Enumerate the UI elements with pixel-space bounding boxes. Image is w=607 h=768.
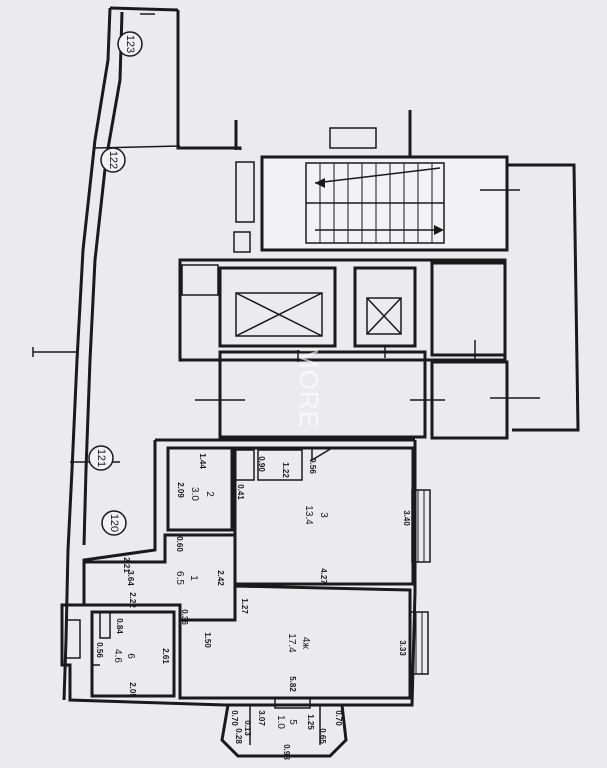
elevator-block [178, 258, 507, 362]
lobby [195, 340, 509, 440]
axis-marker-120: 120 [101, 510, 127, 536]
dim-3-33: 3.33 [398, 640, 407, 656]
apartment [60, 438, 431, 758]
room-6-number: 6 [125, 653, 136, 659]
dim-2-61: 2.61 [161, 648, 170, 664]
dim-0-65: 0.65 [318, 728, 327, 744]
watermark: MORE [294, 347, 324, 429]
room-4-area: 17.4 [286, 633, 297, 653]
dim-0-90: 0.90 [257, 456, 266, 472]
dim-0-36: 0.36 [180, 609, 189, 625]
room-1-number: 1 [188, 575, 199, 581]
dim-0-56-b: 0.56 [95, 642, 104, 658]
dim-1-27: 1.27 [240, 598, 249, 614]
dim-3-40: 3.40 [402, 510, 411, 526]
axis-marker-121: 121 [88, 445, 114, 471]
dim-3-64: 3.64 [126, 570, 135, 586]
dim-0-60: 0.60 [175, 536, 184, 552]
room-6-area: 4.6 [112, 649, 123, 663]
dim-1-44: 1.44 [198, 453, 207, 469]
dim-2-42: 2.42 [216, 570, 225, 586]
room-4-number: 4ж [300, 637, 311, 650]
room-labels: 2 3.0 3 13.4 1 6.5 4ж 17.4 6 4.6 5 1.0 [112, 487, 329, 729]
dim-5-82: 5.82 [288, 676, 297, 692]
axis-marker-120-label: 120 [108, 514, 120, 532]
dim-0-70-a: 0.70 [230, 710, 239, 726]
room-5-area: 1.0 [275, 715, 286, 729]
room-3-area: 13.4 [303, 505, 314, 525]
dim-2-21: 2.21 [122, 557, 131, 573]
dimension-labels: 1.44 2.09 0.41 0.90 1.22 0.56 3.40 0.60 … [95, 453, 411, 760]
dim-1-50: 1.50 [203, 632, 212, 648]
room-2-number: 2 [204, 491, 215, 497]
axis-marker-123-label: 123 [124, 35, 136, 53]
dim-2-09: 2.09 [176, 482, 185, 498]
staircase [233, 110, 509, 253]
room-5-number: 5 [287, 719, 298, 725]
corridor-walls [32, 6, 242, 701]
axis-marker-122-label: 122 [107, 151, 119, 169]
room-3-number: 3 [318, 512, 329, 518]
dim-1-22: 1.22 [281, 462, 290, 478]
dim-0-98: 0.98 [282, 744, 291, 760]
dim-3-07: 3.07 [257, 710, 266, 726]
dim-2-22: 2.22 [128, 592, 137, 608]
room-1-area: 6.5 [174, 571, 185, 585]
room-2-area: 3.0 [189, 487, 200, 501]
dim-0-84: 0.84 [115, 618, 124, 634]
axis-markers: 123 122 121 120 [70, 13, 181, 536]
dim-0-13: 0.13 [243, 720, 252, 736]
dim-0-56-a: 0.56 [308, 458, 317, 474]
dim-0-41: 0.41 [236, 484, 245, 500]
dim-0-70-b: 0.70 [334, 710, 343, 726]
axis-marker-121-label: 121 [95, 449, 107, 467]
axis-marker-123: 123 [117, 31, 143, 57]
dim-1-25: 1.25 [306, 714, 315, 730]
dim-0-28: 0.28 [234, 728, 243, 744]
right-annex [480, 163, 580, 432]
axis-marker-122: 122 [100, 147, 126, 173]
dim-2-05: 2.05 [128, 682, 137, 698]
dim-4-27: 4.27 [319, 568, 328, 584]
